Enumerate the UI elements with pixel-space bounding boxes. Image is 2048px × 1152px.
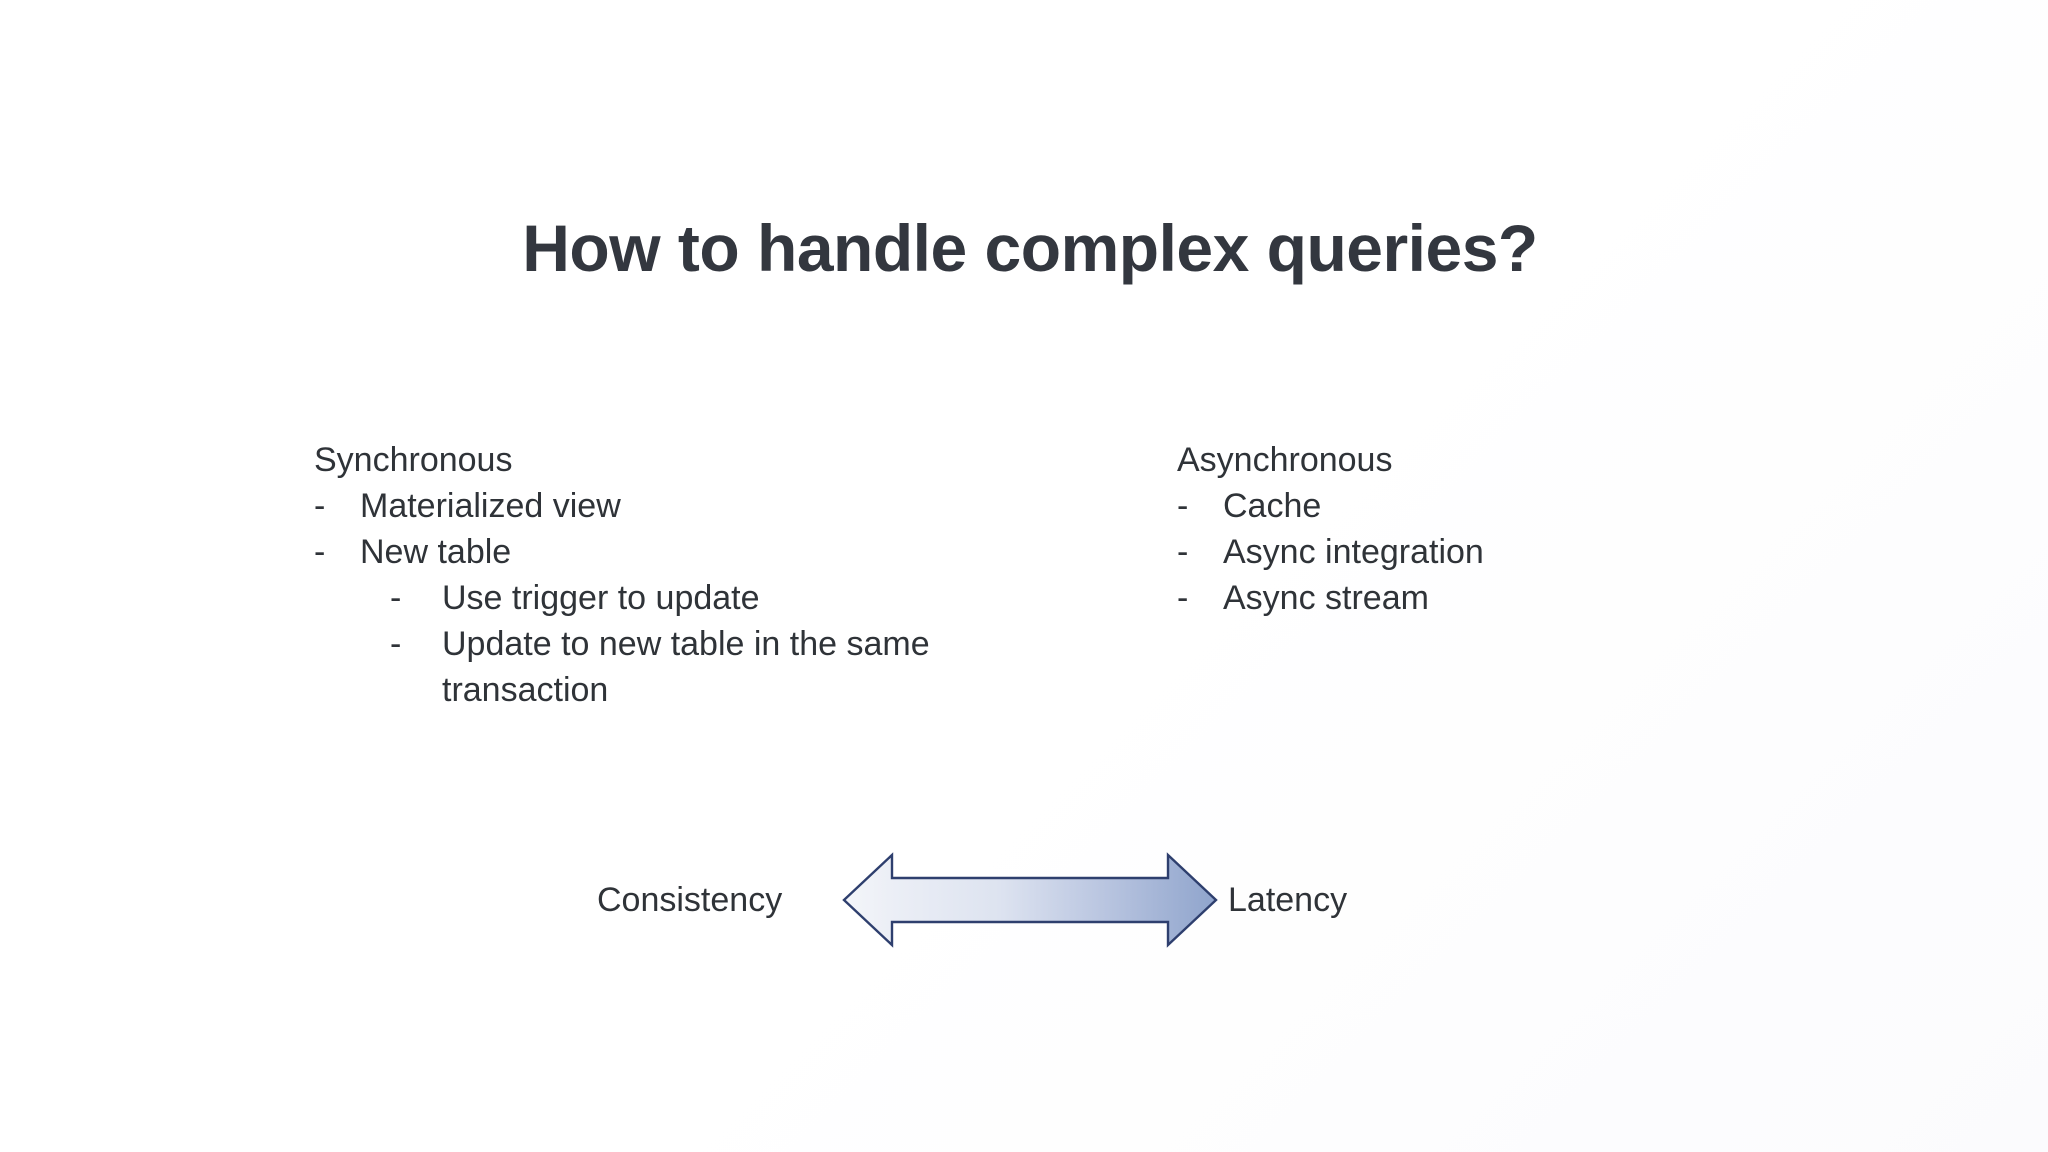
bullet-list-synchronous: - Materialized view - New table - Use tr… — [314, 483, 954, 713]
dash-bullet-icon: - — [314, 487, 326, 525]
dash-bullet-icon: - — [1177, 579, 1189, 617]
sub-list-item: - Use trigger to update — [390, 575, 954, 621]
list-item: - Cache — [1177, 483, 1797, 529]
list-item: - New table - Use trigger to update - Up… — [314, 529, 954, 713]
list-item: - Async integration — [1177, 529, 1797, 575]
bullet-list-asynchronous: - Cache - Async integration - Async stre… — [1177, 483, 1797, 621]
tradeoff-label-latency: Latency — [1228, 881, 1348, 919]
list-item-label: Async stream — [1223, 579, 1429, 617]
sub-list-item-label: Use trigger to update — [442, 579, 760, 617]
sub-list-item: - Update to new table in the same transa… — [390, 621, 954, 713]
dash-bullet-icon: - — [314, 533, 326, 571]
double-headed-arrow-icon — [842, 852, 1218, 948]
dash-bullet-icon: - — [1177, 533, 1189, 571]
list-item: - Async stream — [1177, 575, 1797, 621]
list-item-label: New table — [360, 533, 512, 571]
sub-bullet-list-new-table: - Use trigger to update - Update to new … — [360, 575, 954, 713]
tradeoff-diagram: Consistency Latency — [0, 845, 2048, 965]
column-asynchronous: Asynchronous - Cache - Async integration… — [1177, 437, 1797, 621]
tradeoff-label-consistency: Consistency — [597, 881, 783, 919]
sub-list-item-label: Update to new table in the same transact… — [442, 625, 930, 709]
dash-bullet-icon: - — [390, 579, 402, 617]
column-synchronous: Synchronous - Materialized view - New ta… — [314, 437, 954, 713]
column-heading-asynchronous: Asynchronous — [1177, 441, 1393, 479]
dash-bullet-icon: - — [390, 625, 402, 663]
list-item-label: Async integration — [1223, 533, 1484, 571]
column-heading-synchronous: Synchronous — [314, 441, 513, 479]
list-item-label: Materialized view — [360, 487, 621, 525]
list-item: - Materialized view — [314, 483, 954, 529]
dash-bullet-icon: - — [1177, 487, 1189, 525]
list-item-label: Cache — [1223, 487, 1322, 525]
page-title: How to handle complex queries? — [522, 211, 1538, 285]
